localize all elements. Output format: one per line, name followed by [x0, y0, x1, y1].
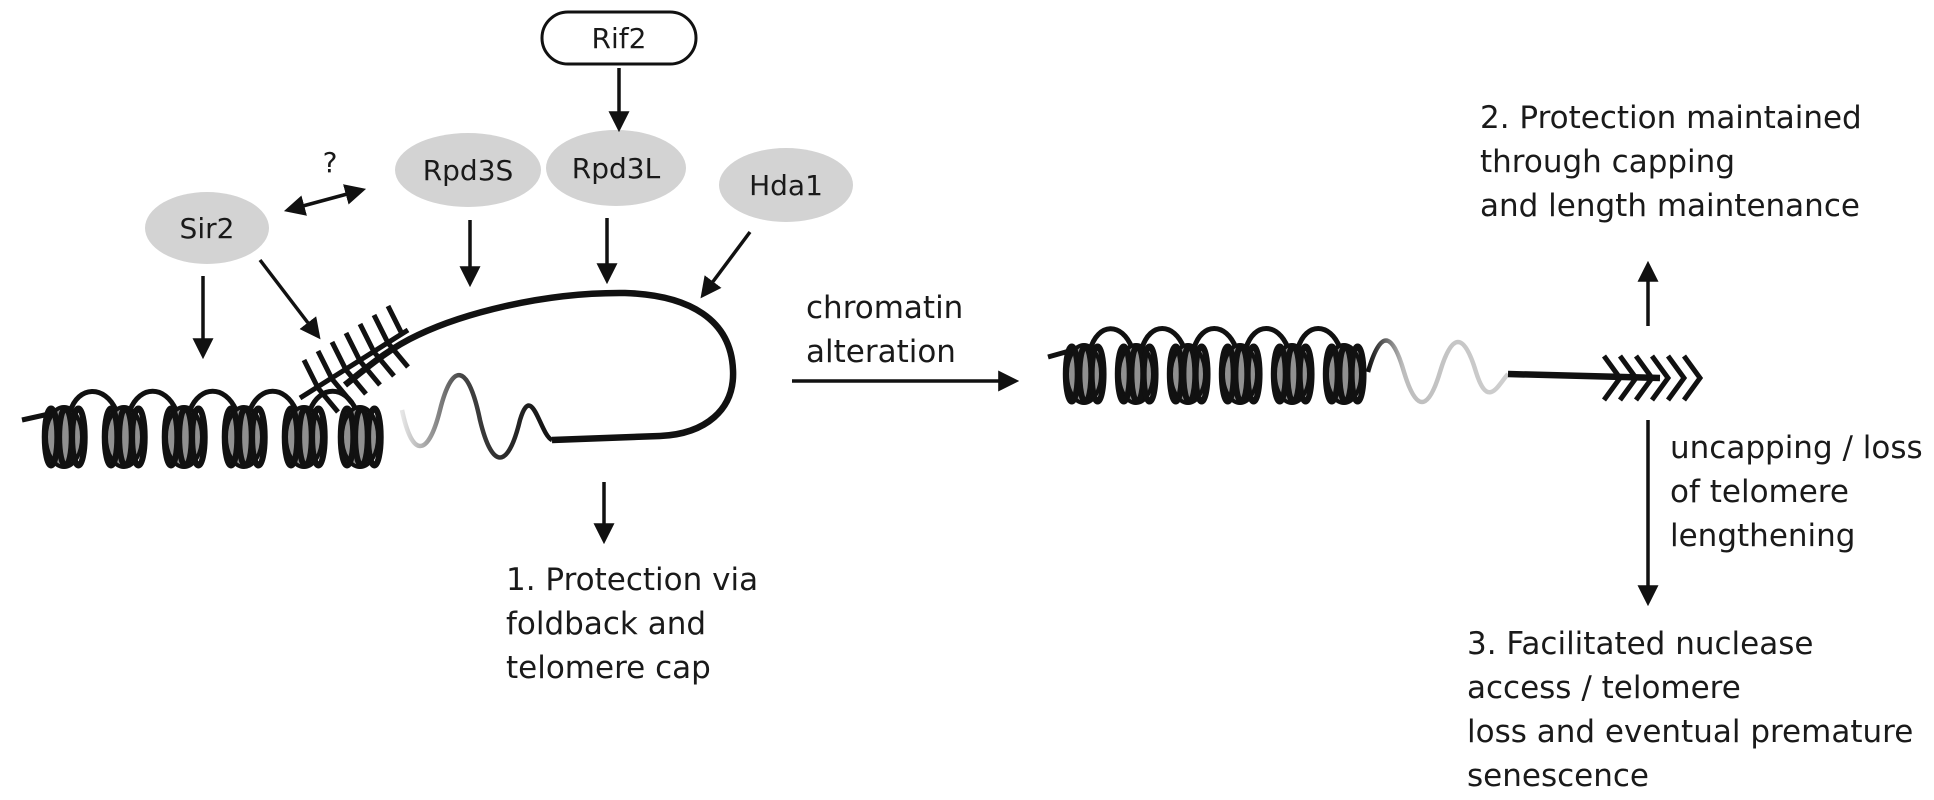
outcome-3-label: 3. Facilitated nuclease access / telomer… [1467, 626, 1914, 794]
uncapping-label: uncapping / loss of telomere lengthening [1670, 430, 1923, 554]
nucleosome [337, 405, 384, 469]
nucleosome [161, 405, 208, 469]
right-telomere-cap [1601, 354, 1704, 402]
left-chromatin [21, 289, 737, 460]
protein-arrows [192, 68, 1659, 607]
question-mark: ? [323, 146, 338, 179]
rpd3s-ellipse: Rpd3S [395, 133, 541, 207]
nucleosome [1218, 343, 1263, 405]
right-chromatin [1047, 326, 1704, 405]
chromatin-line-2: alteration [806, 334, 956, 370]
rpd3s-label: Rpd3S [423, 154, 514, 187]
sir2-label: Sir2 [180, 212, 235, 245]
rif2-box: Rif2 [540, 10, 698, 66]
nucleosome [221, 405, 268, 469]
protection-2-label: 2. Protection maintained through capping… [1480, 100, 1862, 224]
rpd3l-ellipse: Rpd3L [546, 130, 686, 206]
nucleosome [41, 405, 88, 469]
nucleosome [101, 405, 148, 469]
nucleosome [1114, 343, 1159, 405]
nucleosome [1166, 343, 1211, 405]
rif2-label: Rif2 [592, 22, 647, 55]
chromatin-line-1: chromatin [806, 290, 964, 326]
sir2-ellipse: Sir2 [145, 192, 269, 264]
hda1-label: Hda1 [749, 169, 823, 202]
hda1-down-arrow [700, 230, 752, 299]
chromatin-alteration-label: chromatin alteration [806, 286, 963, 374]
protection-1-label: 1. Protection via foldback and telomere … [506, 562, 759, 686]
sir2-rpd3s-double-arrow [283, 184, 367, 216]
nucleosome [1322, 343, 1367, 405]
nucleosome [1270, 343, 1315, 405]
left-telomere-cap [298, 304, 410, 414]
nucleosome [281, 405, 328, 469]
hda1-ellipse: Hda1 [719, 148, 853, 222]
sir2-diagonal-arrow [258, 258, 321, 340]
nucleosome [1062, 343, 1107, 405]
rpd3l-label: Rpd3L [572, 152, 661, 185]
